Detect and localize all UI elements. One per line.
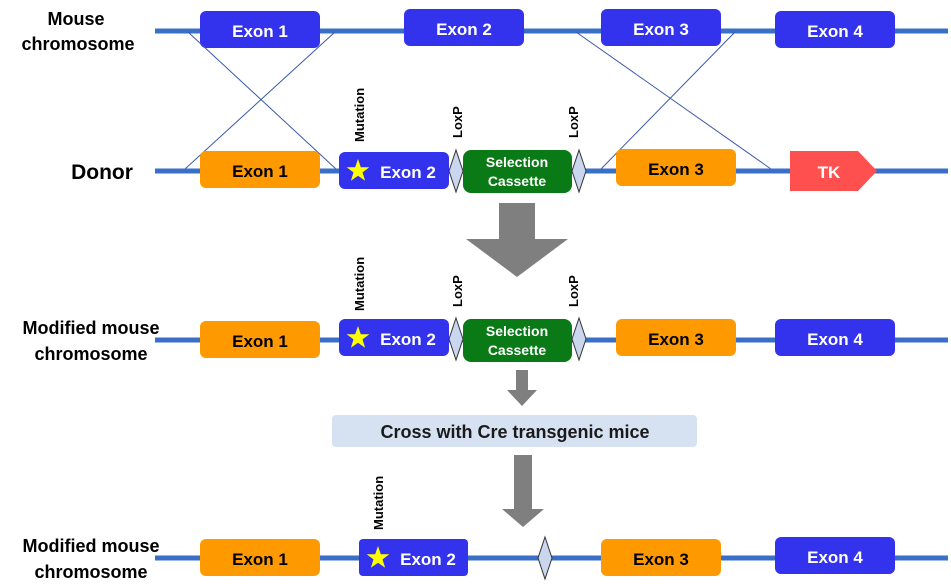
donor-mutation-label: Mutation bbox=[352, 88, 367, 142]
donor-row: Donor Exon 1 Exon 2 Mutation LoxP Select… bbox=[71, 88, 948, 194]
modified2-exon-3 bbox=[601, 539, 721, 576]
modified2-exon-2 bbox=[359, 539, 468, 576]
mouse-chromosome-label-line1: Mouse bbox=[47, 9, 104, 29]
crossover-line-right-a bbox=[575, 31, 772, 170]
tk-gene-arrow bbox=[790, 151, 877, 191]
modified1-cassette-label-line2: Cassette bbox=[488, 342, 547, 358]
cre-cross-step-label: Cross with Cre transgenic mice bbox=[380, 422, 649, 442]
cre-result-arrow-icon bbox=[502, 455, 544, 527]
donor-exon-1 bbox=[200, 151, 320, 188]
donor-exon-1-label: Exon 1 bbox=[232, 162, 288, 181]
modified1-label-line1: Modified mouse bbox=[22, 318, 159, 338]
donor-cassette-label-line2: Cassette bbox=[488, 173, 547, 189]
mouse-exon-1-label: Exon 1 bbox=[232, 22, 288, 41]
cre-cross-step-box bbox=[332, 415, 697, 447]
modified1-exon-2-label: Exon 2 bbox=[380, 330, 436, 349]
tk-label: TK bbox=[818, 163, 841, 182]
modified2-loxp-icon bbox=[537, 535, 553, 581]
modified1-exon-2 bbox=[339, 319, 449, 356]
modified1-loxp-1-icon bbox=[448, 316, 464, 362]
mouse-exon-3 bbox=[601, 9, 721, 46]
modified1-label-line2: chromosome bbox=[34, 344, 147, 364]
modified1-exon-1 bbox=[200, 321, 320, 358]
donor-exon-2 bbox=[339, 152, 449, 189]
modified2-label-line1: Modified mouse bbox=[22, 536, 159, 556]
modified2-exon-1-label: Exon 1 bbox=[232, 550, 288, 569]
modified1-exon-3-label: Exon 3 bbox=[648, 330, 704, 349]
crossover-line-right-b bbox=[600, 31, 736, 170]
donor-cassette-label-line1: Selection bbox=[486, 154, 548, 170]
modified1-loxp-1-label: LoxP bbox=[450, 275, 465, 307]
modified1-selection-cassette bbox=[463, 319, 572, 362]
donor-exon-2-label: Exon 2 bbox=[380, 163, 436, 182]
crossover-lines bbox=[184, 31, 772, 170]
mouse-exon-4-label: Exon 4 bbox=[807, 22, 863, 41]
mouse-exon-3-label: Exon 3 bbox=[633, 20, 689, 39]
mouse-chromosome-row: Mouse chromosome Exon 1 Exon 2 Exon 3 Ex… bbox=[21, 9, 948, 54]
small-down-arrow-icon bbox=[507, 370, 537, 406]
modified2-exon-4-label: Exon 4 bbox=[807, 548, 863, 567]
donor-exon-3-label: Exon 3 bbox=[648, 160, 704, 179]
donor-loxp-2-label: LoxP bbox=[566, 106, 581, 138]
donor-exon-3 bbox=[616, 149, 736, 186]
modified1-loxp-2-label: LoxP bbox=[566, 275, 581, 307]
recombination-arrow-icon bbox=[466, 203, 568, 277]
mouse-chromosome-label-line2: chromosome bbox=[21, 34, 134, 54]
modified1-exon-4-label: Exon 4 bbox=[807, 330, 863, 349]
modified2-exon-2-label: Exon 2 bbox=[400, 550, 456, 569]
modified2-exon-1 bbox=[200, 539, 320, 576]
modified1-cassette-label-line1: Selection bbox=[486, 323, 548, 339]
modified1-exon-4 bbox=[775, 319, 895, 356]
donor-loxp-1-icon bbox=[448, 148, 464, 194]
donor-loxp-2-icon bbox=[571, 148, 587, 194]
mouse-exon-4 bbox=[775, 11, 895, 48]
modified2-mutation-label: Mutation bbox=[371, 476, 386, 530]
modified1-exon-3 bbox=[616, 319, 736, 356]
modified-chromosome-row-2: Modified mouse chromosome Exon 1 Exon 2 … bbox=[22, 476, 948, 582]
donor-selection-cassette bbox=[463, 150, 572, 193]
modified2-exon-4 bbox=[775, 537, 895, 574]
donor-loxp-1-label: LoxP bbox=[450, 106, 465, 138]
crossover-line-left-b bbox=[184, 31, 336, 170]
modified1-mutation-label: Mutation bbox=[352, 257, 367, 311]
mouse-exon-2 bbox=[404, 9, 524, 46]
modified-chromosome-row-1: Modified mouse chromosome Exon 1 Exon 2 … bbox=[22, 257, 948, 364]
modified1-exon-1-label: Exon 1 bbox=[232, 332, 288, 351]
modified2-label-line2: chromosome bbox=[34, 562, 147, 582]
modified1-loxp-2-icon bbox=[571, 316, 587, 362]
modified2-exon-3-label: Exon 3 bbox=[633, 550, 689, 569]
donor-label: Donor bbox=[71, 161, 133, 184]
mouse-exon-1 bbox=[200, 11, 320, 48]
crossover-line-left-a bbox=[187, 31, 337, 170]
mouse-exon-2-label: Exon 2 bbox=[436, 20, 492, 39]
